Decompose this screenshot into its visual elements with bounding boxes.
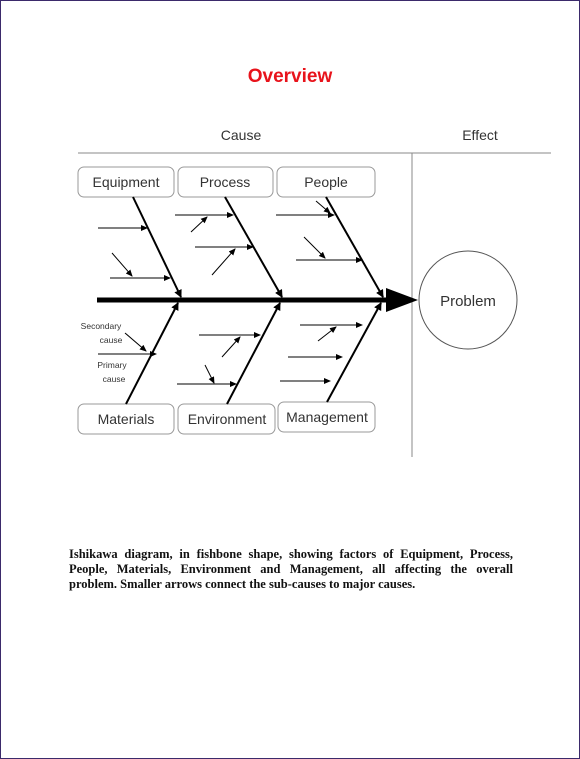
- effect-circle: [418, 250, 518, 350]
- category-box-management: Management: [277, 401, 376, 433]
- category-box-environment: Environment: [177, 403, 276, 435]
- effect-header: Effect: [462, 127, 498, 143]
- secondary-cause-arrow: [124, 332, 147, 352]
- primary-cause-annotation-line1: Primary: [97, 360, 127, 370]
- secondary-cause-annotation-line1: Secondary: [81, 321, 122, 331]
- bone-management: [326, 302, 382, 403]
- secondary-cause-arrow: [211, 248, 236, 276]
- secondary-cause-annotation-line2: cause: [100, 335, 123, 345]
- secondary-cause-arrow: [111, 252, 133, 277]
- page-title: Overview: [247, 66, 333, 87]
- effect-label: Problem: [440, 293, 496, 310]
- category-box-materials: Materials: [77, 403, 175, 435]
- secondary-cause-arrow: [204, 364, 215, 384]
- category-box-process: Process: [177, 166, 274, 198]
- secondary-cause-arrow: [317, 326, 337, 342]
- secondary-cause-arrow: [303, 236, 326, 259]
- bone-people: [325, 196, 384, 298]
- bone-equipment: [132, 196, 182, 298]
- diagram-caption: Ishikawa diagram, in fishbone shape, sho…: [69, 547, 513, 591]
- secondary-cause-arrow: [315, 200, 331, 214]
- category-box-people: People: [276, 166, 376, 198]
- secondary-cause-arrow: [190, 216, 208, 233]
- category-label: Environment: [188, 411, 267, 427]
- primary-cause-annotation-line2: cause: [103, 374, 126, 384]
- category-label: Process: [200, 174, 251, 190]
- category-label: Materials: [98, 411, 155, 427]
- bone-environment: [226, 302, 281, 405]
- category-box-equipment: Equipment: [77, 166, 175, 198]
- category-label: Equipment: [93, 174, 160, 190]
- cause-header: Cause: [221, 127, 262, 143]
- spine-arrowhead: [386, 288, 418, 312]
- fishbone-diagram: Cause Effect Problem Equipment Process P…: [77, 127, 551, 457]
- secondary-cause-arrow: [221, 336, 241, 358]
- category-label: Management: [286, 409, 368, 425]
- category-label: People: [304, 174, 348, 190]
